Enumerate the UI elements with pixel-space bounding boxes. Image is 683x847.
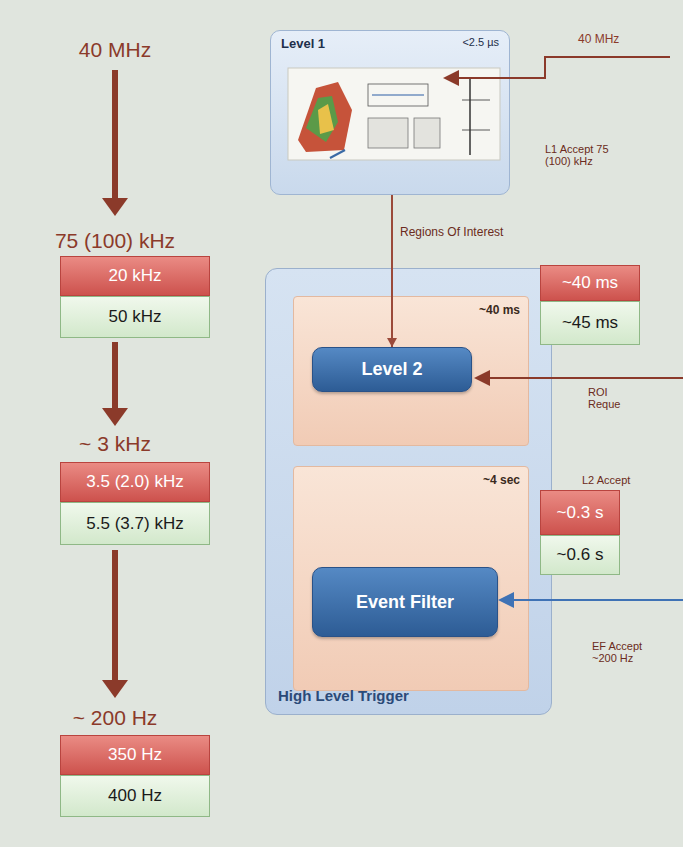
time-box: ~45 ms [540,301,640,345]
time-box: ~40 ms [540,265,640,301]
node-title: 3.5 (2.0) kHz [86,472,183,492]
rate-label: 75 (100) kHz [15,229,215,253]
signal-label: 40 MHz [578,32,619,46]
signal-label: L1 Accept 75 (100) kHz [545,143,625,167]
detector-illustration [288,68,500,160]
rate-box: 50 kHz [60,296,210,338]
node-title: Event Filter [356,592,454,613]
node-title: Level 2 [361,359,422,380]
rate-box: 400 Hz [60,775,210,817]
process-box: Level 2 [312,347,472,392]
time-box: ~0.3 s [540,490,620,535]
node-title: High Level Trigger [278,687,409,704]
signal-label: EF Accept ~200 Hz [592,640,654,664]
node-title: 20 kHz [109,266,162,286]
signal-label: L2 Accept [582,474,630,486]
roi-request-line [476,377,683,379]
rate-label: ~ 200 Hz [15,706,215,730]
node-title: ~45 ms [562,313,618,333]
rate-box: 3.5 (2.0) kHz [60,462,210,502]
node-note: <2.5 µs [462,36,499,48]
node-title: ~0.6 s [557,545,604,565]
level-box: Level 1 <2.5 µs [270,30,510,195]
signal-label: ROI Reque [588,386,633,410]
rate-box: 350 Hz [60,735,210,775]
edge-label: Regions Of Interest [398,225,505,239]
connector [387,195,397,347]
node-title: ~40 ms [479,303,520,317]
clock-line [445,57,670,78]
ef-input-line [500,599,683,601]
node-title: 50 kHz [109,307,162,327]
node-title: Level 1 [281,36,325,51]
stage-panel: ~4 secEvent Filter [293,466,529,691]
time-box: ~0.6 s [540,535,620,575]
stage-panel: ~40 ms Level 2 [293,296,529,446]
process-box: Event Filter [312,567,498,637]
flow-arrows [102,70,128,698]
node-title: 350 Hz [108,745,162,765]
node-title: ~40 ms [562,273,618,293]
trigger-group: High Level Trigger ~40 ms Level 2 ~4 secEve… [265,268,552,715]
rate-box: 20 kHz [60,256,210,296]
rate-label: ~ 3 kHz [15,432,215,456]
rate-box: 5.5 (3.7) kHz [60,502,210,545]
rate-label: 40 MHz [15,38,215,62]
node-title: ~4 sec [483,473,520,487]
node-title: 400 Hz [108,786,162,806]
node-title: ~0.3 s [557,503,604,523]
node-title: 5.5 (3.7) kHz [86,514,183,534]
